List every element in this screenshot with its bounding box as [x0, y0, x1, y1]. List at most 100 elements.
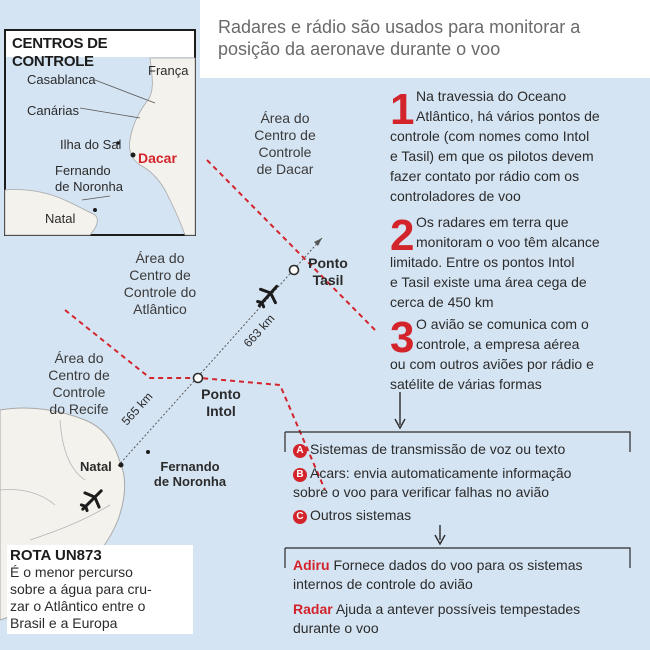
tasil-line: Ponto: [308, 255, 348, 271]
step-number: 1: [390, 85, 415, 134]
area-recife-line: Área do: [54, 350, 104, 366]
boundary-dacar: [206, 159, 376, 331]
step-line: e Tasil existe uma área cega de: [390, 274, 587, 290]
area-dacar-line: Área do: [260, 110, 310, 126]
radar-name: Radar: [293, 601, 333, 617]
inset-africa: [129, 57, 196, 236]
route-line: Brasil e a Europa: [10, 615, 118, 631]
dot-dacar: [130, 152, 136, 158]
area-recife: Área do Centro de Controle do Recife: [34, 350, 124, 418]
route-line: [117, 237, 323, 467]
page-title: Radares e rádio são usados para monitora…: [218, 17, 581, 59]
step-line: controle (com nomes como Intol: [390, 128, 590, 144]
fernando-line: de Noronha: [153, 474, 227, 489]
system-line: Acars: envia automaticamente informação: [310, 465, 572, 481]
step-line: limitado. Entre os pontos Intol: [390, 254, 575, 270]
step-line: Atlântico, há vários pontos de: [416, 108, 600, 124]
area-dacar-line: Centro de: [254, 127, 316, 143]
system-line: Sistemas de transmissão de voz ou texto: [310, 441, 566, 457]
radar-line: Ajuda a antever possíveis tempestades: [335, 601, 581, 617]
label-canarias: Canárias: [27, 103, 80, 118]
area-dacar-line: de Dacar: [256, 161, 314, 177]
steps-panel: [385, 82, 650, 392]
label-dacar: Dacar: [138, 150, 177, 166]
label-casablanca: Casablanca: [27, 72, 96, 87]
step-line: fazer contato por rádio com os: [390, 168, 580, 184]
step-line: satélite de várias formas: [390, 376, 542, 392]
label-natal-inset: Natal: [45, 211, 76, 226]
inset-brazil: [4, 189, 98, 236]
step-number: 3: [390, 313, 415, 362]
natal-point: [118, 462, 124, 468]
state-border-3: [29, 504, 111, 541]
label-ilha-sal: Ilha do Sal: [60, 137, 122, 152]
label-ponto-intol: Ponto Intol: [196, 386, 246, 420]
area-atlantico-line: Controle do: [123, 284, 197, 300]
step-line: ou com outros aviões por rádio e: [390, 356, 594, 372]
step-line: controladores de voo: [390, 188, 521, 204]
label-fernando: Fernando: [55, 163, 111, 178]
intol-line: Ponto: [201, 386, 241, 402]
step-line: monitoram o voo têm alcance: [416, 234, 600, 250]
acars-adiru: Adiru Fornece dados do voo para os siste…: [293, 556, 638, 594]
tasil-point: [288, 264, 300, 276]
leader-fernando: [81, 195, 111, 201]
step-line: Na travessia do Oceano: [416, 88, 567, 104]
badge-a: A: [293, 444, 307, 458]
adiru-name: Adiru: [293, 557, 330, 573]
area-recife-line: do Recife: [49, 401, 109, 417]
area-atlantico-line: Área do: [135, 250, 185, 266]
fernando-line: Fernando: [160, 459, 220, 474]
boundary-recife: [64, 309, 326, 491]
arrow-head-1: [394, 418, 406, 430]
label-de-noronha: de Noronha: [55, 179, 123, 194]
route-line: É o menor percurso: [10, 564, 133, 580]
route-arrowhead: [314, 238, 322, 246]
title-band: [200, 0, 650, 78]
label-fernando-noronha: Fernando de Noronha: [145, 459, 235, 489]
label-franca: França: [148, 63, 189, 78]
route-caption: ROTA UN873 É o menor percurso sobre a ág…: [7, 545, 193, 634]
leader-casablanca: [94, 79, 156, 104]
label-natal: Natal: [80, 459, 112, 474]
adiru-line: internos de controle do avião: [293, 576, 473, 592]
step-line: controle, a empresa aérea: [416, 336, 580, 352]
step-line: cerca de 450 km: [390, 294, 494, 310]
area-atlantico: Área do Centro de Controle do Atlântico: [110, 250, 210, 318]
area-atlantico-line: Atlântico: [133, 301, 187, 317]
step-line: e Tasil) em que os pilotos devem: [390, 148, 594, 164]
dot-ilha-sal: [116, 141, 120, 145]
inset-title: CENTROS DE CONTROLE: [12, 35, 108, 70]
inset-title-bg: [6, 31, 194, 57]
route-title: ROTA UN873: [10, 547, 102, 564]
area-dacar: Área do Centro de Controle de Dacar: [240, 110, 330, 178]
badge-b: B: [293, 468, 307, 482]
route-line: sobre a água para cru-: [10, 581, 152, 597]
system-line: Outros sistemas: [310, 507, 412, 523]
area-recife-line: Centro de: [48, 367, 110, 383]
systems-box-top: [285, 431, 631, 452]
area-atlantico-line: Centro de: [129, 267, 191, 283]
dot-natal-inset: [93, 208, 97, 212]
badge-c: C: [293, 510, 307, 524]
step-number: 2: [390, 211, 415, 260]
route-line: zar o Atlântico entre o: [10, 598, 146, 614]
tasil-line: Tasil: [312, 272, 344, 288]
adiru-line: Fornece dados do voo para os sistemas: [333, 557, 583, 573]
label-ponto-tasil: Ponto Tasil: [303, 255, 353, 289]
intol-point: [192, 372, 204, 384]
acars-radar: Radar Ajuda a antever possíveis tempesta…: [293, 600, 638, 638]
arrow-head-2: [434, 534, 446, 546]
state-border-2: [59, 419, 86, 481]
area-dacar-line: Controle: [258, 144, 312, 160]
radar-line: durante o voo: [293, 620, 379, 636]
leader-canarias: [79, 107, 141, 119]
step-line: O avião se comunica com o: [416, 316, 589, 332]
plane-icon-2: [79, 489, 103, 513]
plane-icon: [256, 284, 279, 309]
